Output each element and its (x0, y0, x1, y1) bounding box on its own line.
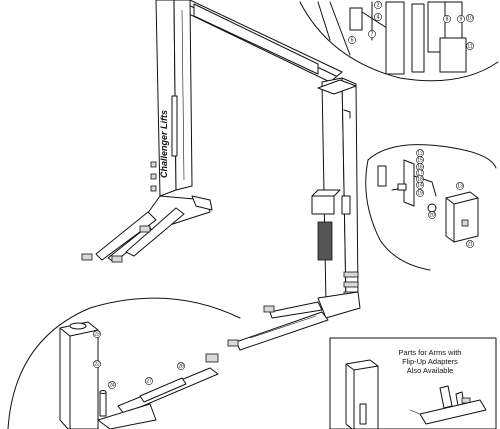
callout-bubble (456, 182, 464, 190)
callout-number: 13 (457, 184, 463, 190)
main-lift: Challenger Lifts (81, 0, 361, 351)
right-detail-border (367, 144, 497, 169)
brand-label: Challenger Lifts (159, 110, 169, 178)
callout-bubble (374, 1, 382, 9)
callout-number: 15 (417, 158, 423, 164)
right-column (311, 77, 359, 305)
callout-bubble (466, 14, 474, 22)
right-arms (227, 291, 361, 351)
callout-number: 8 (446, 17, 449, 23)
inset-border (329, 337, 497, 429)
right-detail-parts (377, 159, 479, 243)
top-detail-view: 2 4 6 7 8 9 10 11 (299, 1, 499, 82)
callout-number: 10 (467, 16, 473, 22)
callout-bubble (145, 377, 153, 385)
callout-bubble (368, 30, 376, 38)
overhead-beam (159, 0, 343, 83)
callout-bubble (428, 211, 436, 219)
callout-bubble (93, 360, 101, 368)
callout-number: 21 (467, 242, 473, 248)
left-column: Challenger Lifts (150, 0, 193, 197)
top-callouts: 2 4 6 7 8 9 10 11 (348, 1, 474, 50)
bottom-detail-parts (59, 321, 219, 429)
callout-number: 22 (94, 362, 100, 368)
right-detail-border-low (365, 159, 431, 271)
callout-number: 7 (371, 32, 374, 38)
inset-note: Parts for Arms with Flip-Up Adapters Als… (372, 348, 488, 375)
callout-number: 12 (417, 151, 423, 157)
callout-number: 19 (417, 191, 423, 197)
callout-number: 20 (429, 213, 435, 219)
callout-bubble (348, 36, 356, 44)
callout-number: 23 (94, 332, 100, 338)
bottom-detail-view: 22 23 24 27 28 (7, 297, 241, 429)
inset-note-line-2: Flip-Up Adapters (402, 357, 458, 366)
callout-number: 4 (377, 15, 380, 21)
callout-bubble (416, 189, 424, 197)
callout-bubble (374, 13, 382, 21)
callout-number: 17 (417, 171, 423, 177)
left-arms (81, 195, 213, 263)
callout-number: 24 (109, 383, 115, 389)
bottom-callouts: 22 23 24 27 28 (93, 330, 185, 389)
inset-note-line-3: Also Available (406, 366, 454, 375)
top-detail-border (299, 1, 499, 82)
callout-bubble (443, 15, 451, 23)
callout-number: 11 (467, 44, 472, 50)
callout-number: 9 (460, 17, 463, 23)
inset-parts (345, 359, 487, 429)
callout-number: 16 (417, 165, 423, 171)
inset-note-line-1: Parts for Arms with (398, 348, 462, 357)
callout-bubble (416, 175, 424, 183)
callout-number: 27 (146, 379, 152, 385)
callout-bubble (466, 42, 474, 50)
callout-number: 2 (377, 3, 380, 9)
callout-number: 28 (178, 364, 184, 370)
callout-number: 14 (417, 183, 423, 189)
callout-bubble (93, 330, 101, 338)
callout-number: 18 (417, 177, 423, 183)
callout-number: 6 (351, 38, 354, 44)
callout-bubble (457, 15, 465, 23)
top-detail-parts (317, 1, 467, 75)
callout-bubble (466, 240, 474, 248)
bottom-detail-border (7, 297, 241, 429)
callout-bubble (108, 381, 116, 389)
callout-bubble (177, 362, 185, 370)
flip-up-inset (329, 337, 497, 429)
